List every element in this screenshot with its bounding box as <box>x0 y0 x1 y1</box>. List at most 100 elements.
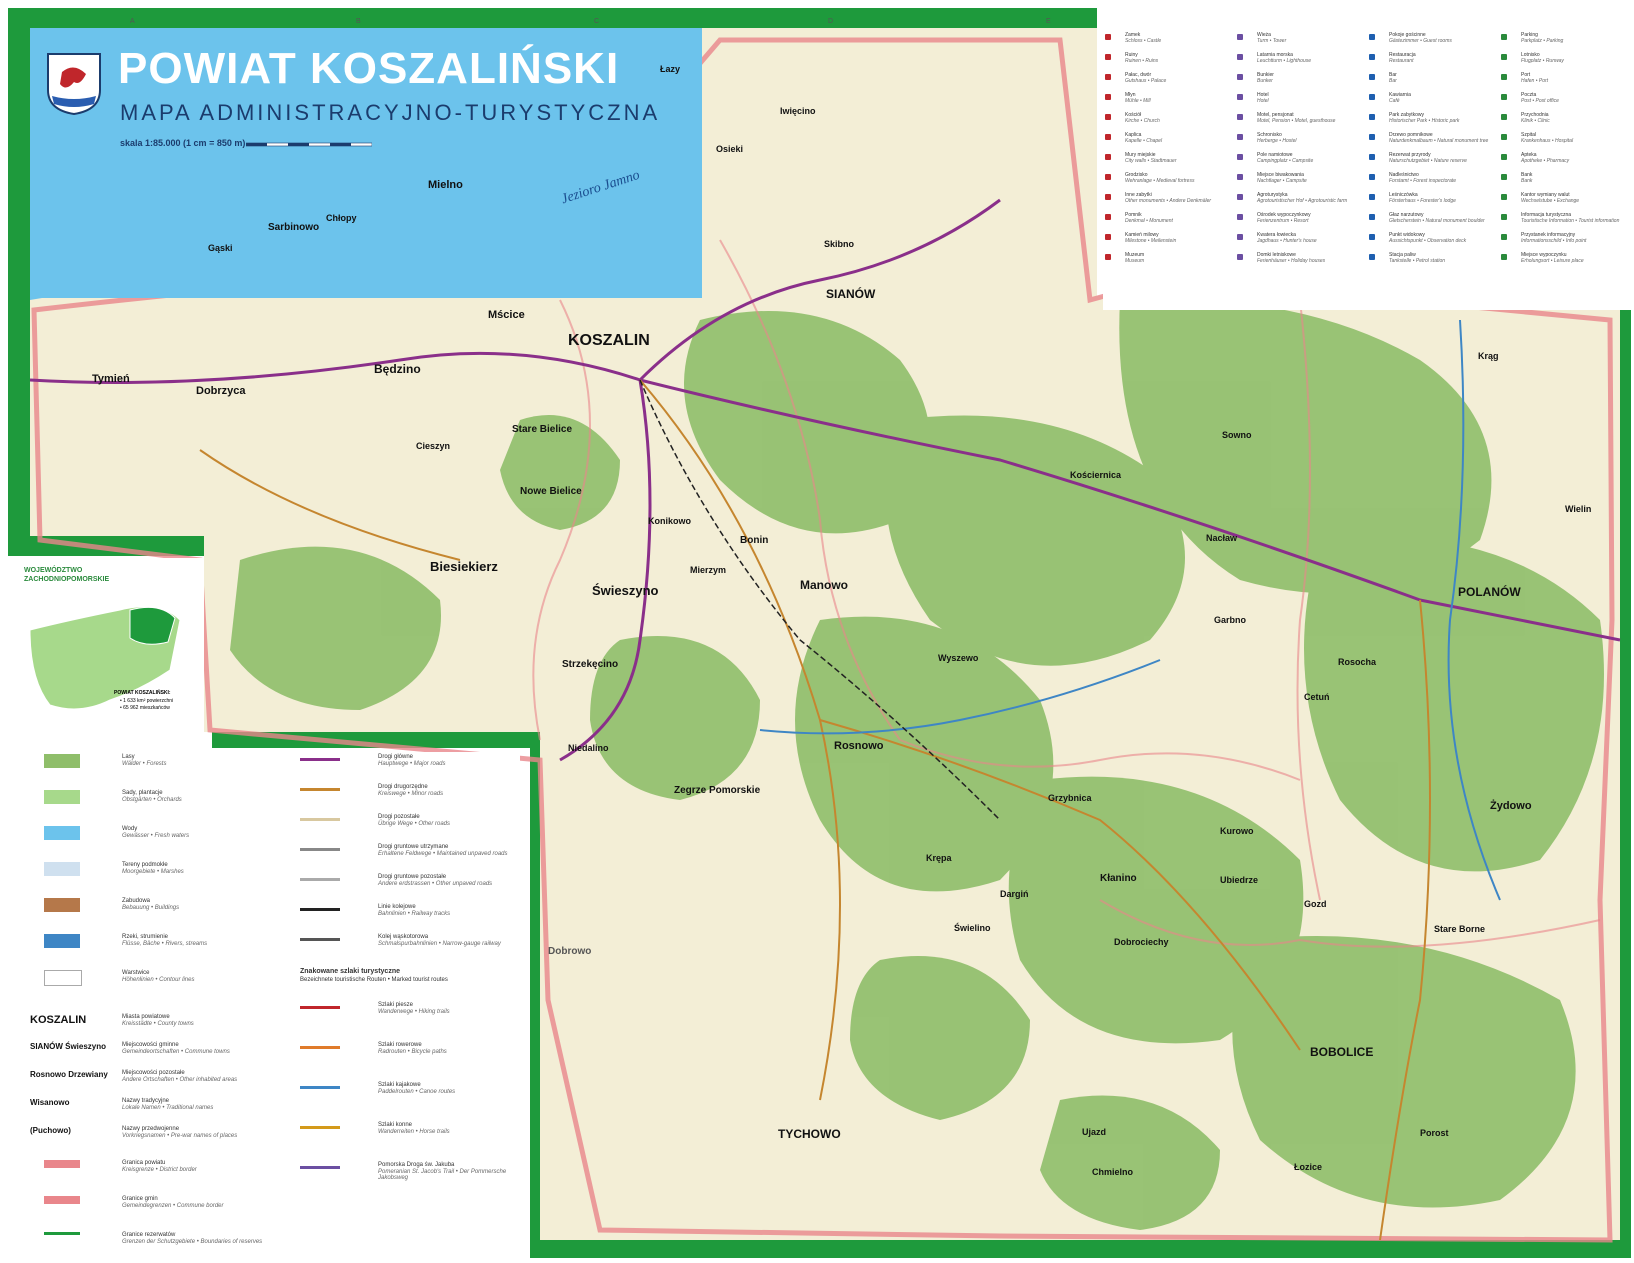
legend-road-translation: Erhaltene Feldwege • Maintained unpaved … <box>378 851 508 857</box>
legend-trail-line <box>300 1086 340 1089</box>
legend-symbol-label: Park zabytkowy <box>1389 112 1425 118</box>
place-label[interactable]: Mścice <box>488 309 525 321</box>
legend-symbol-translation: Krankenhaus • Hospital <box>1521 138 1574 144</box>
legend-symbol-label: Wieża <box>1257 32 1271 38</box>
legend-area-swatch <box>44 826 80 840</box>
place-label[interactable]: Kurowo <box>1220 826 1254 836</box>
legend-place-sample: Wisanowo <box>30 1098 70 1107</box>
legend-symbol-translation: Wehranlage • Medieval fortress <box>1125 178 1195 184</box>
legend-symbol-label: Inne zabytki <box>1125 192 1152 198</box>
legend-symbol-label: Punkt widokowy <box>1389 232 1425 238</box>
place-label[interactable]: Świeszyno <box>592 583 659 598</box>
legend-symbol-icon <box>1105 94 1111 100</box>
legend-symbol-translation: Naturschutzgebiet • Nature reserve <box>1389 158 1467 164</box>
legend-symbol-label: Nadleśnictwo <box>1389 172 1419 178</box>
place-label[interactable]: Bonin <box>740 535 769 546</box>
town-koszalin[interactable]: KOSZALIN <box>568 332 650 349</box>
place-label[interactable]: Sowno <box>1222 430 1252 440</box>
place-label[interactable]: Dobrowo <box>548 946 592 957</box>
place-label[interactable]: Niedalino <box>568 743 609 753</box>
legend-symbol-icon <box>1501 54 1507 60</box>
legend-symbol-translation: Forstamt • Forest inspectorate <box>1389 178 1457 184</box>
place-label[interactable]: Skibno <box>824 239 855 249</box>
legend-symbol-translation: Kapelle • Chapel <box>1125 138 1163 144</box>
place-label[interactable]: Nowe Bielice <box>520 486 582 497</box>
place-label[interactable]: Wyszewo <box>938 653 979 663</box>
legend-symbol-icon <box>1369 134 1375 140</box>
legend-symbol-label: Miejsce wypoczynku <box>1521 252 1567 258</box>
legend-area-translation: Obstgärten • Orchards <box>122 797 182 803</box>
place-label[interactable]: Chmielno <box>1092 1167 1134 1177</box>
legend-area-swatch <box>44 862 80 876</box>
place-label[interactable]: Żydowo <box>1490 800 1532 812</box>
place-label[interactable]: Kościernica <box>1070 470 1122 480</box>
place-label[interactable]: Konikowo <box>648 516 691 526</box>
place-label[interactable]: Ubiedrze <box>1220 875 1259 885</box>
place-label[interactable]: Garbno <box>1214 615 1247 625</box>
place-label[interactable]: Biesiekierz <box>430 559 498 574</box>
inset-population: • 65 962 mieszkańców <box>120 705 170 711</box>
town-polanow[interactable]: POLANÓW <box>1458 585 1521 599</box>
legend-area-label: Wody <box>122 826 138 832</box>
legend-symbol-icon <box>1237 134 1243 140</box>
town-tychowo[interactable]: TYCHOWO <box>778 1127 841 1141</box>
place-label[interactable]: Zegrze Pomorskie <box>674 785 761 796</box>
legend-symbol-icon <box>1501 254 1507 260</box>
place-label[interactable]: Kłanino <box>1100 873 1137 884</box>
place-label[interactable]: Osieki <box>716 144 744 154</box>
legend-road-label: Drogi główne <box>378 754 414 760</box>
place-label[interactable]: Tymień <box>92 373 130 385</box>
place-label[interactable]: Cetuń <box>1304 692 1330 702</box>
legend-symbol-label: Port <box>1521 72 1531 78</box>
town-bobolice[interactable]: BOBOLICE <box>1310 1045 1374 1059</box>
place-label[interactable]: Świelino <box>954 923 991 933</box>
legend-road-translation: Bahnlinien • Railway tracks <box>378 911 451 917</box>
place-label[interactable]: Wielin <box>1565 504 1592 514</box>
place-label[interactable]: Gozd <box>1304 899 1327 909</box>
place-label[interactable]: Strzekęcino <box>562 659 619 670</box>
place-label[interactable]: Mielno <box>428 179 463 191</box>
legend-symbol-icon <box>1237 254 1243 260</box>
town-sianow[interactable]: SIANÓW <box>826 287 876 301</box>
place-label[interactable]: Grzybnica <box>1048 793 1092 803</box>
legend-road-translation: Schmalspurbahnlinien • Narrow-gauge rail… <box>378 941 501 947</box>
place-label[interactable]: Stare Borne <box>1434 924 1486 934</box>
place-label[interactable]: Ujazd <box>1082 1127 1107 1137</box>
legend-symbol-icon <box>1237 194 1243 200</box>
place-label[interactable]: Nacław <box>1206 533 1238 543</box>
place-label[interactable]: Chłopy <box>326 213 357 223</box>
place-label[interactable]: Dargiń <box>1000 889 1029 899</box>
legend-symbol-translation: Tankstelle • Petrol station <box>1389 258 1446 264</box>
place-label[interactable]: Mierzym <box>690 565 727 575</box>
legend-place-translation: Lokale Namen • Traditional names <box>122 1105 214 1111</box>
legend-symbol-icon <box>1501 194 1507 200</box>
legend-area-label: Lasy <box>122 754 135 760</box>
place-label[interactable]: Będzino <box>374 362 421 376</box>
legend-symbol-translation: Turm • Tower <box>1257 38 1287 44</box>
place-label[interactable]: Sarbinowo <box>268 222 320 233</box>
legend-area-translation: Bebauung • Buildings <box>122 905 180 911</box>
place-label[interactable]: Manowo <box>800 578 848 592</box>
place-label[interactable]: Gąski <box>208 243 233 253</box>
inset-title: WOJEWÓDZTWO ZACHODNIOPOMORSKIE <box>24 567 110 583</box>
place-label[interactable]: Krąg <box>1478 351 1499 361</box>
place-label[interactable]: Krępa <box>926 853 952 863</box>
legend-road-line <box>300 938 340 941</box>
place-label[interactable]: Stare Bielice <box>512 424 573 435</box>
legend-area-swatch <box>44 790 80 804</box>
place-label[interactable]: Łazy <box>660 64 681 74</box>
place-label[interactable]: Porost <box>1420 1128 1449 1138</box>
place-label[interactable]: Dobrzyca <box>196 385 246 397</box>
place-label[interactable]: Iwięcino <box>780 106 816 116</box>
legend-symbol-icon <box>1237 214 1243 220</box>
legend-symbol-icon <box>1237 154 1243 160</box>
place-label[interactable]: Rosnowo <box>834 740 884 752</box>
legend-area-label: Zabudowa <box>122 898 151 904</box>
place-label[interactable]: Dobrociechy <box>1114 937 1169 947</box>
place-label[interactable]: Łozice <box>1294 1162 1323 1172</box>
place-label[interactable]: Cieszyn <box>416 441 451 451</box>
legend-symbol-translation: Museum <box>1125 258 1145 264</box>
place-label[interactable]: Rosocha <box>1338 657 1377 667</box>
legend-symbol-icon <box>1369 174 1375 180</box>
